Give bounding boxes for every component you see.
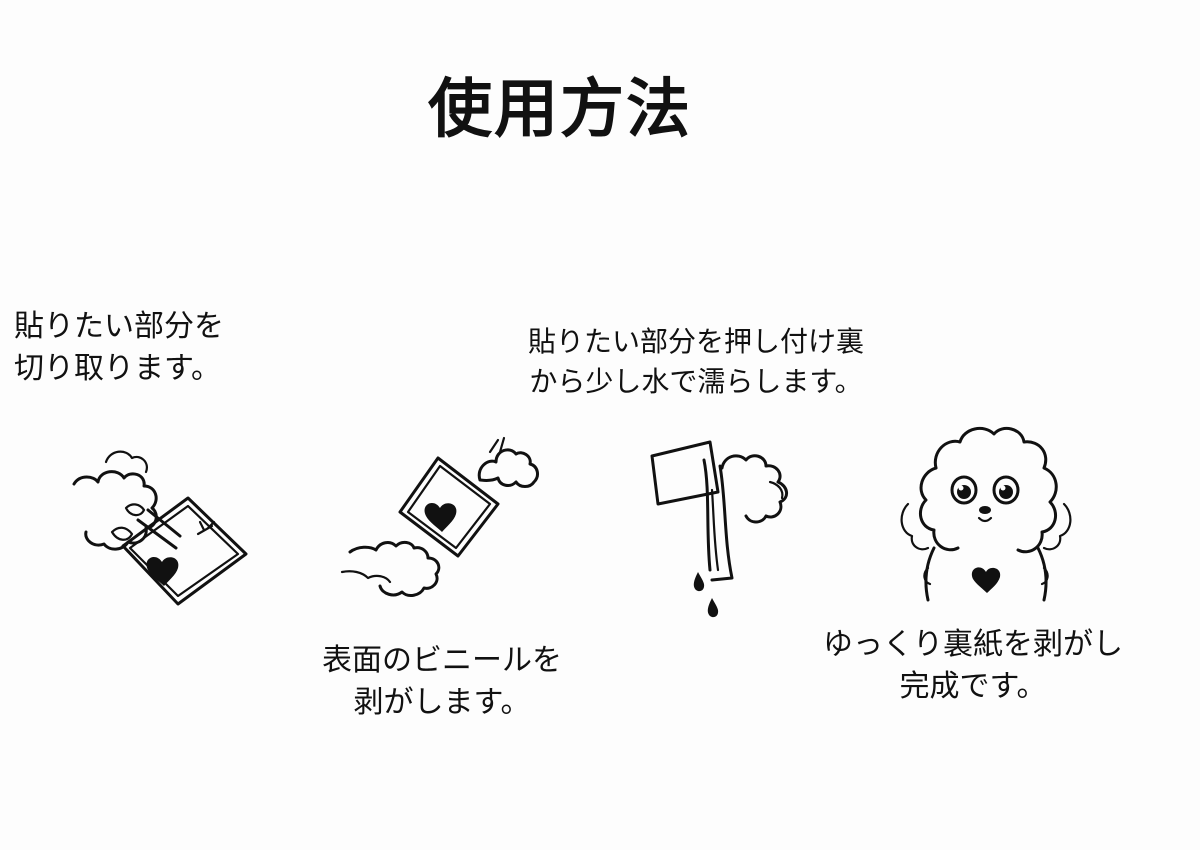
step-1-caption-line-1: 貼りたい部分を [14, 309, 224, 344]
step-4-caption-line-1: ゆっくり裏紙を剥がし [823, 627, 1123, 662]
step-1-caption-line-2: 切り取ります。 [14, 351, 221, 386]
step-2-caption-line-1: 表面のビニールを [322, 643, 562, 678]
step-3-caption-line-2: から少し水で濡らします。 [529, 365, 863, 398]
step-2-caption: 表面のビニールを 剥がします。 [296, 640, 588, 724]
page-title: 使用方法 [428, 73, 692, 147]
poodle-dog-finished-icon [886, 408, 1086, 608]
step-2-caption-line-2: 剥がします。 [353, 685, 531, 720]
step-3-caption-line-1: 貼りたい部分を押し付け裏 [528, 325, 865, 358]
step-4-caption: ゆっくり裏紙を剥がし 完成です。 [798, 624, 1148, 708]
peel-film-hand-icon [340, 422, 540, 602]
wet-cloth-pressing-icon [640, 430, 800, 620]
step-1-caption: 貼りたい部分を 切り取ります。 [14, 306, 224, 390]
step-4-caption-line-2: 完成です。 [899, 669, 1047, 704]
scissors-cutting-sticker-icon [68, 436, 258, 616]
step-3-caption: 貼りたい部分を押し付け裏 から少し水で濡らします。 [528, 322, 864, 402]
